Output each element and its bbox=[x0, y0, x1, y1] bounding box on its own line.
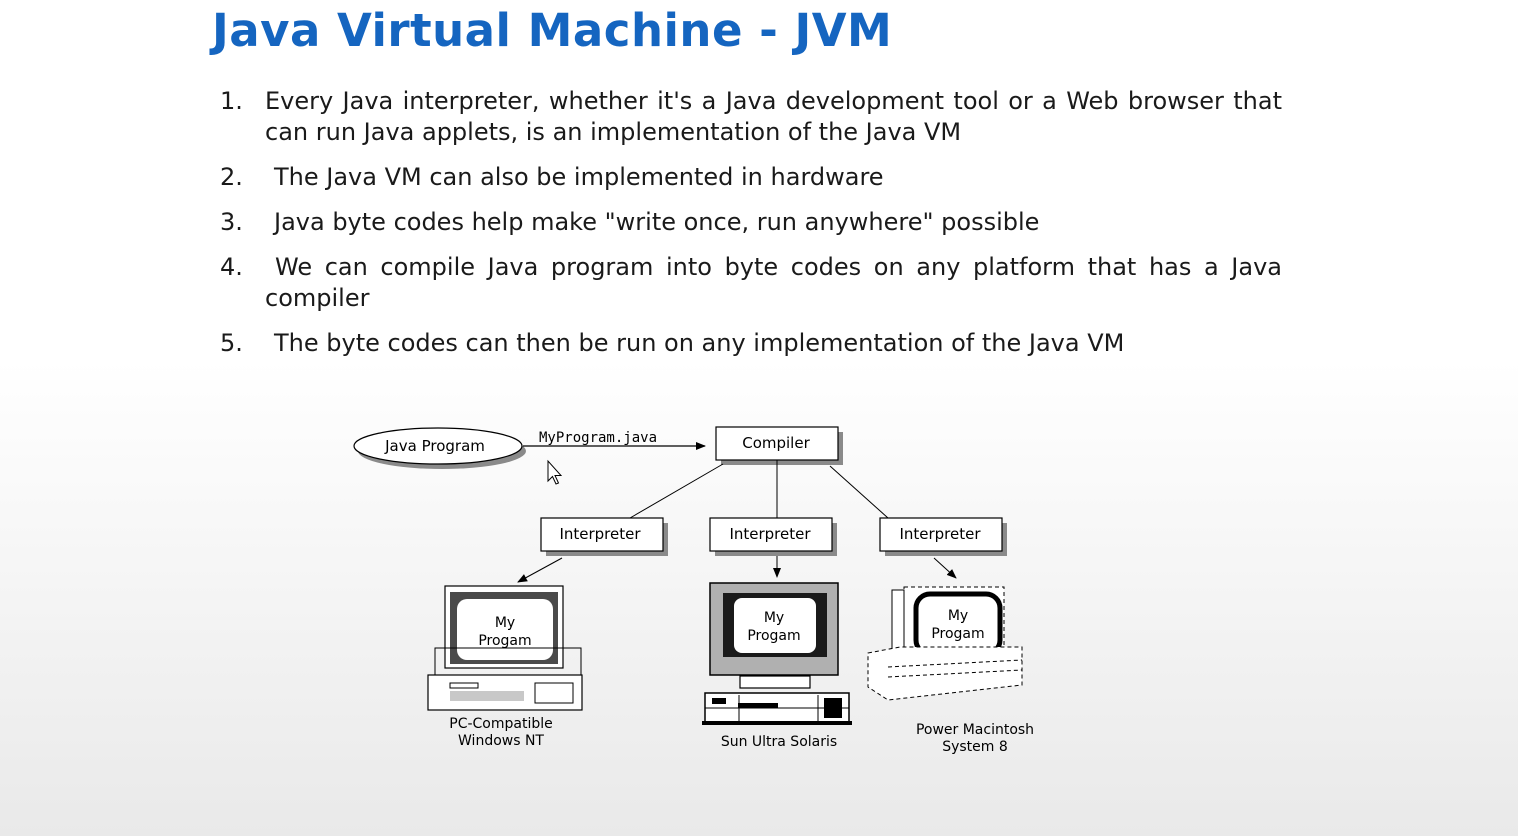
mouse-cursor-icon bbox=[547, 459, 563, 485]
platform-label: Power Macintosh bbox=[916, 722, 1034, 738]
screen-text: Progam bbox=[931, 626, 984, 642]
bullet-number: 2. bbox=[220, 163, 243, 191]
compiler-label: Compiler bbox=[742, 434, 810, 452]
platform-label: Sun Ultra Solaris bbox=[721, 734, 837, 750]
platform-label: System 8 bbox=[942, 739, 1008, 755]
bullet-item: 5. The byte codes can then be run on any… bbox=[220, 328, 1282, 359]
bullet-text: The Java VM can also be implemented in h… bbox=[274, 163, 884, 191]
screen-text: My bbox=[764, 610, 784, 626]
interpreter-node: Interpreter bbox=[540, 517, 668, 556]
interpreter-label: Interpreter bbox=[559, 525, 641, 543]
run-arrow bbox=[933, 557, 957, 579]
interpreter-node: Interpreter bbox=[709, 517, 837, 556]
sun-workstation-icon: My Progam bbox=[702, 582, 852, 725]
java-program-label: Java Program bbox=[384, 437, 485, 455]
bullet-text: The byte codes can then be run on any im… bbox=[274, 329, 1125, 357]
interpreter-node: Interpreter bbox=[879, 517, 1007, 556]
screen-text: My bbox=[495, 615, 515, 631]
slide-title: Java Virtual Machine - JVM bbox=[212, 4, 893, 57]
branch-line bbox=[629, 463, 724, 519]
macintosh-icon: My Progam bbox=[867, 586, 1023, 701]
bullet-number: 4. bbox=[220, 253, 243, 281]
run-arrow bbox=[517, 557, 563, 583]
jvm-diagram: Java Program MyProgram.java Compiler Int… bbox=[353, 426, 1034, 755]
bullet-text: Every Java interpreter, whether it's a J… bbox=[265, 87, 1282, 146]
compiler-node: Compiler bbox=[715, 426, 843, 465]
platform-label: Windows NT bbox=[458, 733, 544, 749]
bullet-item: 3. Java byte codes help make "write once… bbox=[220, 207, 1282, 238]
bullet-text: We can compile Java program into byte co… bbox=[265, 253, 1282, 312]
screen-text: Progam bbox=[478, 633, 531, 649]
bullet-item: 1. Every Java interpreter, whether it's … bbox=[220, 86, 1282, 148]
interpreter-label: Interpreter bbox=[729, 525, 811, 543]
screen-text: Progam bbox=[747, 628, 800, 644]
bullet-number: 3. bbox=[220, 208, 243, 236]
platform-label: PC-Compatible bbox=[449, 716, 552, 732]
bullet-number: 5. bbox=[220, 329, 243, 357]
branch-line bbox=[829, 465, 889, 519]
bullet-number: 1. bbox=[220, 87, 243, 115]
bullet-item: 2. The Java VM can also be implemented i… bbox=[220, 162, 1282, 193]
pc-computer-icon: My Progam bbox=[427, 585, 583, 711]
bullet-text: Java byte codes help make "write once, r… bbox=[274, 208, 1040, 236]
interpreter-label: Interpreter bbox=[899, 525, 981, 543]
java-program-node: Java Program bbox=[353, 427, 526, 469]
file-label: MyProgram.java bbox=[539, 430, 657, 446]
screen-text: My bbox=[948, 608, 968, 624]
bullet-item: 4. We can compile Java program into byte… bbox=[220, 252, 1282, 314]
